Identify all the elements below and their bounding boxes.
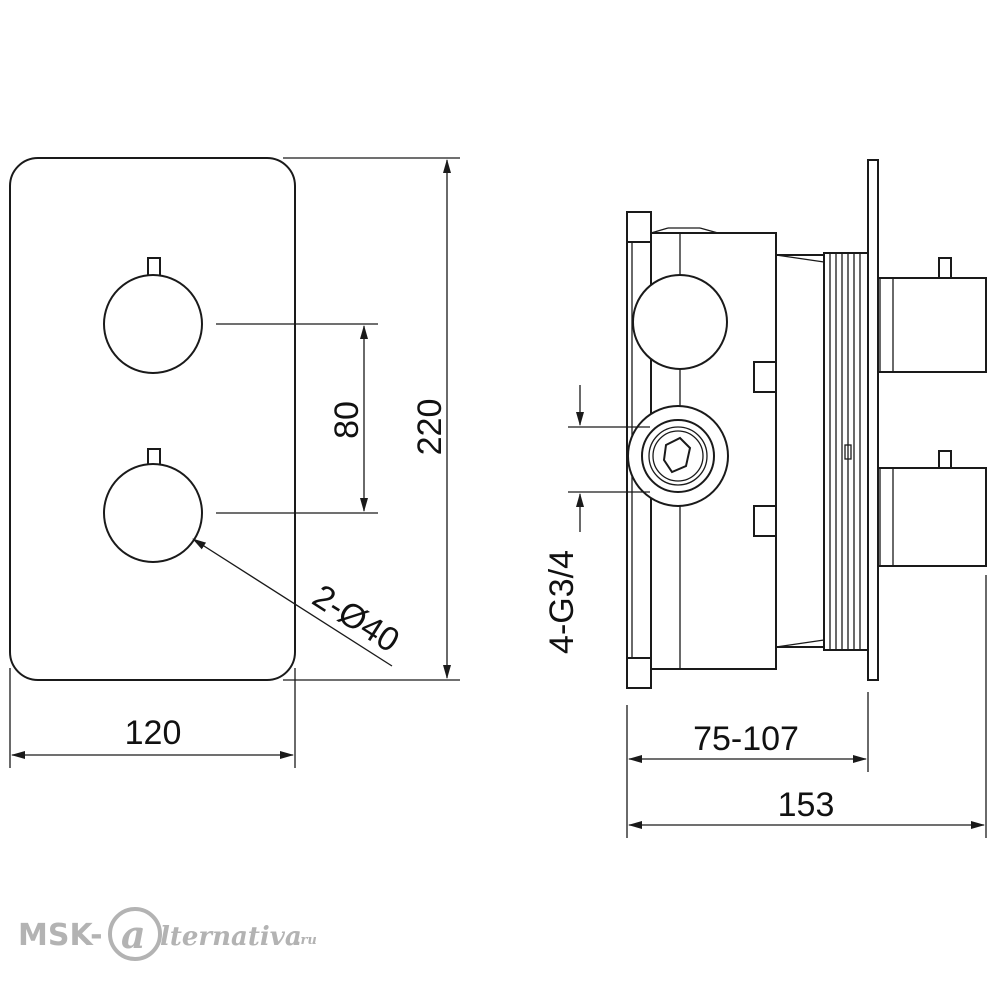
watermark-domain: .ru <box>296 933 317 948</box>
watermark-prefix: MSK- <box>18 918 103 953</box>
inlet-connection <box>627 405 729 507</box>
thread-dimension-label: 4-G3/4 <box>543 550 581 654</box>
lower-handle-knob <box>103 463 203 563</box>
ribbed-extension <box>823 252 869 651</box>
height-dimension-label: 220 <box>411 399 449 456</box>
upper-handle-knob <box>103 274 203 374</box>
side-view: 4-G3/4 75-107 153 <box>543 159 987 838</box>
at-icon: a <box>121 912 146 957</box>
diameter-leader <box>192 538 393 667</box>
side-upper-handle <box>877 257 987 373</box>
cartridge-port <box>632 274 728 370</box>
front-view: 80 220 2-Ø40 120 <box>9 157 460 768</box>
width-dimension-label: 120 <box>125 714 182 752</box>
cover-plate <box>9 157 296 681</box>
lower-handle <box>103 448 203 563</box>
depth-range-label: 75-107 <box>693 720 799 758</box>
spacing-dimension-label: 80 <box>328 401 366 439</box>
upper-handle <box>103 257 203 374</box>
extension-collar <box>775 254 825 648</box>
diameter-label: 2-Ø40 <box>306 577 406 660</box>
bottom-flange <box>626 657 652 689</box>
watermark-suffix: lternativa <box>160 922 302 952</box>
watermark-logo: MSK- a lternativa .ru <box>18 907 317 961</box>
side-lower-handle <box>877 450 987 567</box>
top-flange <box>626 211 652 243</box>
total-depth-label: 153 <box>778 786 835 824</box>
plate-edge <box>867 159 879 681</box>
